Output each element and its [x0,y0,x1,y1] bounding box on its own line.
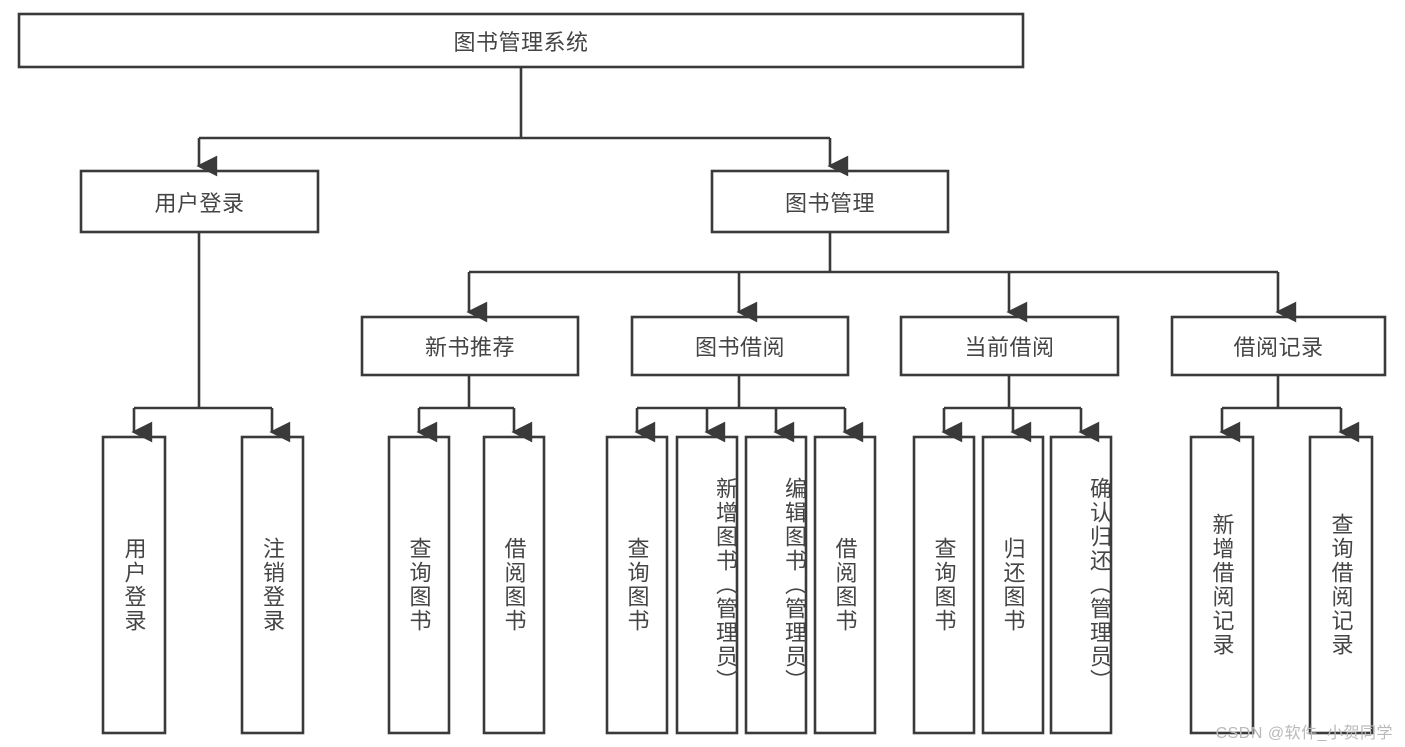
node-leaf-edit-book-admin[interactable] [744,435,808,735]
node-user-login[interactable] [79,169,320,234]
node-leaf-borrow-book-b[interactable] [813,435,877,735]
node-root[interactable] [17,12,1025,69]
node-leaf-add-record[interactable] [1189,435,1255,735]
node-book-borrow[interactable] [630,315,850,377]
node-leaf-query-record[interactable] [1308,435,1374,735]
node-leaf-user-login[interactable] [101,435,167,735]
node-leaf-query-book-a[interactable] [387,435,451,735]
node-leaf-add-book-admin[interactable] [675,435,739,735]
node-new-book-recommend[interactable] [360,315,580,377]
node-leaf-query-book-c[interactable] [912,435,976,735]
csdn-watermark: CSDN @软件_小贺同学 [1215,725,1393,742]
node-leaf-return-book[interactable] [981,435,1045,735]
node-leaf-logout[interactable] [240,435,305,735]
node-leaf-borrow-book-a[interactable] [482,435,546,735]
node-current-borrow[interactable] [899,315,1120,377]
node-leaf-confirm-return-admin[interactable] [1049,435,1113,735]
node-borrow-record[interactable] [1170,315,1387,377]
node-leaf-query-book-b[interactable] [605,435,669,735]
node-book-management[interactable] [710,169,950,234]
